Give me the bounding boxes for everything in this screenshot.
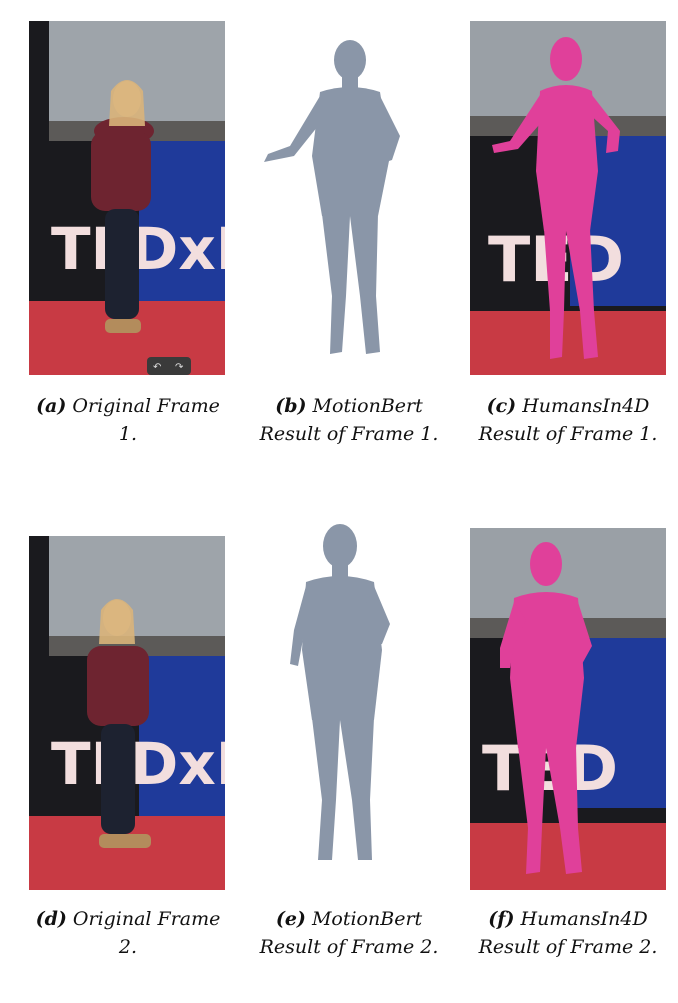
svg-text:TEDxK: TEDxK: [51, 730, 225, 798]
humansin4d-overlay-frame-2: TED: [470, 528, 666, 890]
motionbert-mesh-frame-1: [250, 36, 410, 360]
caption-d: (d) Original Frame 2.: [35, 908, 221, 958]
redo-icon[interactable]: ↷: [175, 362, 184, 373]
humansin4d-overlay-frame-1: TED: [470, 21, 666, 375]
caption-f: (f) HumansIn4D Result of Frame 2.: [478, 908, 658, 958]
media-controls[interactable]: [147, 357, 191, 375]
undo-icon[interactable]: ↶: [153, 362, 161, 373]
caption-b: (b) MotionBert Result of Frame 1.: [259, 395, 439, 445]
caption-e: (e) MotionBert Result of Frame 2.: [259, 908, 439, 958]
caption-a: (a) Original Frame 1.: [36, 395, 220, 445]
caption-c: (c) HumansIn4D Result of Frame 1.: [478, 395, 658, 445]
photo-frame-1: TEDxK ↶ ↷: [29, 21, 225, 375]
motionbert-mesh-frame-2: [278, 520, 408, 868]
photo-frame-2: TEDxK: [29, 536, 225, 890]
